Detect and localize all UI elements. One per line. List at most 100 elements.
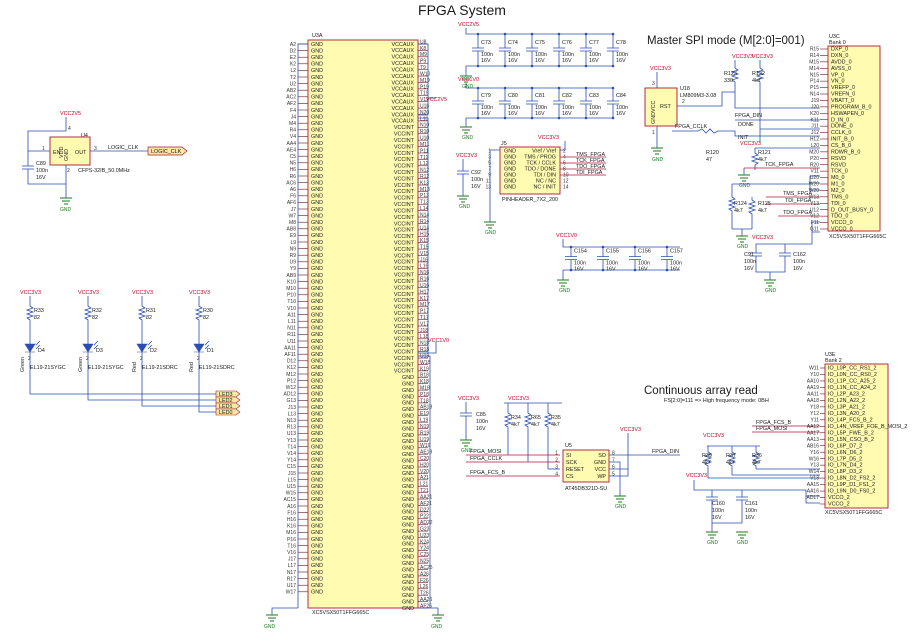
svg-text:4k7: 4k7	[702, 460, 711, 466]
capacitor[interactable]	[526, 88, 538, 118]
flash-pin-num: 8	[612, 450, 615, 456]
flash-u5-body[interactable]	[562, 449, 610, 483]
u3e-pin-name: IO_L9P_D1_FS1_2	[828, 482, 875, 488]
u3a-right-pin-num: T18	[420, 398, 429, 404]
u3a-right-pin-num: B18	[420, 373, 429, 379]
capacitor-ref: C83	[589, 93, 599, 99]
u3a-right-pin-name: GND	[402, 414, 414, 420]
u3c-pin-name: PROGRAM_B_0	[831, 104, 871, 110]
led-net-port[interactable]	[215, 396, 241, 404]
u3a-left-pin-num: D12	[287, 359, 296, 365]
capacitor-ref: C82	[562, 93, 572, 99]
u3a-left-pin-num: L11	[288, 319, 296, 325]
u3a-right-pin-name: VCCINT	[394, 253, 415, 259]
u3a-right-pin-name: GND	[402, 426, 414, 432]
u3a-left-pin-num: K12	[287, 365, 296, 371]
capacitor[interactable]	[597, 247, 609, 270]
u3c-pin-num: U12	[810, 207, 819, 213]
u3a-right-pin-num: L10	[420, 116, 429, 122]
capacitor[interactable]	[580, 34, 592, 66]
svg-text:C85: C85	[476, 412, 486, 418]
capacitor-value: 100n	[638, 261, 650, 267]
capacitor[interactable]	[553, 34, 565, 66]
u3a-right-pin-num: H20	[420, 462, 429, 468]
oscillator-u4[interactable]: VCC2V5 4 U4 EN OUT GND VDD CFPS-32IB_50.…	[22, 111, 188, 213]
capacitor[interactable]	[526, 34, 538, 66]
capacitor[interactable]	[661, 247, 673, 270]
capacitor[interactable]	[607, 88, 619, 118]
u3a-vccint-rail: VCC1V0	[428, 338, 449, 344]
jtag-pin-num: 10	[563, 173, 569, 179]
array-subheading: FS[2:0]=111 => High frequency mode: 0BH	[664, 398, 769, 404]
reset-ic-body[interactable]	[644, 87, 678, 127]
u3a-left-pin-num: M16	[286, 530, 296, 536]
led-net-label: LED0	[219, 410, 233, 416]
u3a-right-pin-num: T17	[420, 315, 429, 321]
capacitor[interactable]	[565, 247, 577, 270]
capacitor-value: 100n	[606, 261, 618, 267]
u3a-left-pin-name: GND	[311, 431, 323, 437]
u3a-right-pin-num: W19	[420, 443, 431, 449]
u3a-right-pin-num: D22	[420, 507, 429, 513]
svg-text:VCC3V3: VCC3V3	[740, 141, 761, 147]
svg-text:GND: GND	[64, 149, 70, 161]
capacitor[interactable]	[499, 34, 511, 66]
u3a-right-pin-num: N18	[420, 341, 429, 347]
u3c-pin-name: VP_0	[831, 72, 844, 78]
u3a-right-pin-name: VCCINT	[394, 125, 415, 131]
capacitor[interactable]	[580, 88, 592, 118]
u3e-pin-num: AA19	[807, 385, 819, 391]
capacitor[interactable]	[472, 34, 484, 66]
led-net-port[interactable]	[215, 390, 241, 398]
svg-text:R39: R39	[702, 453, 712, 459]
u3a-right-pin-num: H15	[420, 232, 429, 238]
capacitor[interactable]	[499, 88, 511, 118]
u3a-right-pin-num: T19	[420, 91, 429, 97]
u3c-pin-num: J19	[811, 98, 819, 104]
u3c-pin-name: TMS_0	[831, 194, 848, 200]
u3a-right-pin-num: N10	[420, 123, 429, 129]
u3a-right-pin-num: L21	[420, 482, 429, 488]
capacitor[interactable]	[472, 88, 484, 118]
svg-text:C91: C91	[744, 252, 754, 258]
capacitor[interactable]	[629, 247, 641, 270]
u3a-right-pin-num: AC25	[420, 565, 433, 571]
u3a-left-pin-num: N13	[287, 418, 296, 424]
u3c-pin-num: L20	[811, 143, 820, 149]
capacitor-voltage: 16V	[589, 111, 599, 117]
u3a-right-pin-num: L14	[420, 206, 429, 212]
u3a-left-pin-num: U9	[290, 260, 297, 266]
u3a-right-pin-num: P13	[420, 193, 429, 199]
u3e-pin-num: AA15	[807, 482, 819, 488]
u3c-pin-num: N14	[810, 92, 819, 98]
u3a-right-pin-num: V15	[420, 251, 429, 257]
u3a-left-pin-name: GND	[311, 550, 323, 556]
capacitor-ref: C74	[508, 40, 518, 46]
u3c-pin-num: G11	[810, 227, 819, 233]
u3e-pin-name: IO_L5P_FWE_B_2	[828, 430, 874, 436]
u3e-pin-num: AA11	[807, 392, 819, 398]
capacitor[interactable]	[553, 88, 565, 118]
u3a-left-pin-name: GND	[311, 451, 323, 457]
led-net-port[interactable]	[215, 402, 241, 410]
led-ref: D2	[150, 348, 157, 354]
u3a-right-pin-num: AD22	[420, 520, 433, 526]
led-diode-icon	[193, 343, 205, 353]
u3a-left-pin-num: AC15	[283, 497, 296, 503]
capacitor[interactable]	[607, 34, 619, 66]
svg-text:100n: 100n	[712, 508, 724, 514]
jtag-pin-num: 4	[563, 155, 566, 161]
led-resistor-ref: R31	[146, 308, 156, 314]
u3a-left-pin-num: AD12	[283, 392, 296, 398]
led-net-port[interactable]	[215, 408, 241, 416]
logic-clk-port[interactable]	[147, 146, 188, 156]
svg-text:RST: RST	[660, 104, 671, 110]
